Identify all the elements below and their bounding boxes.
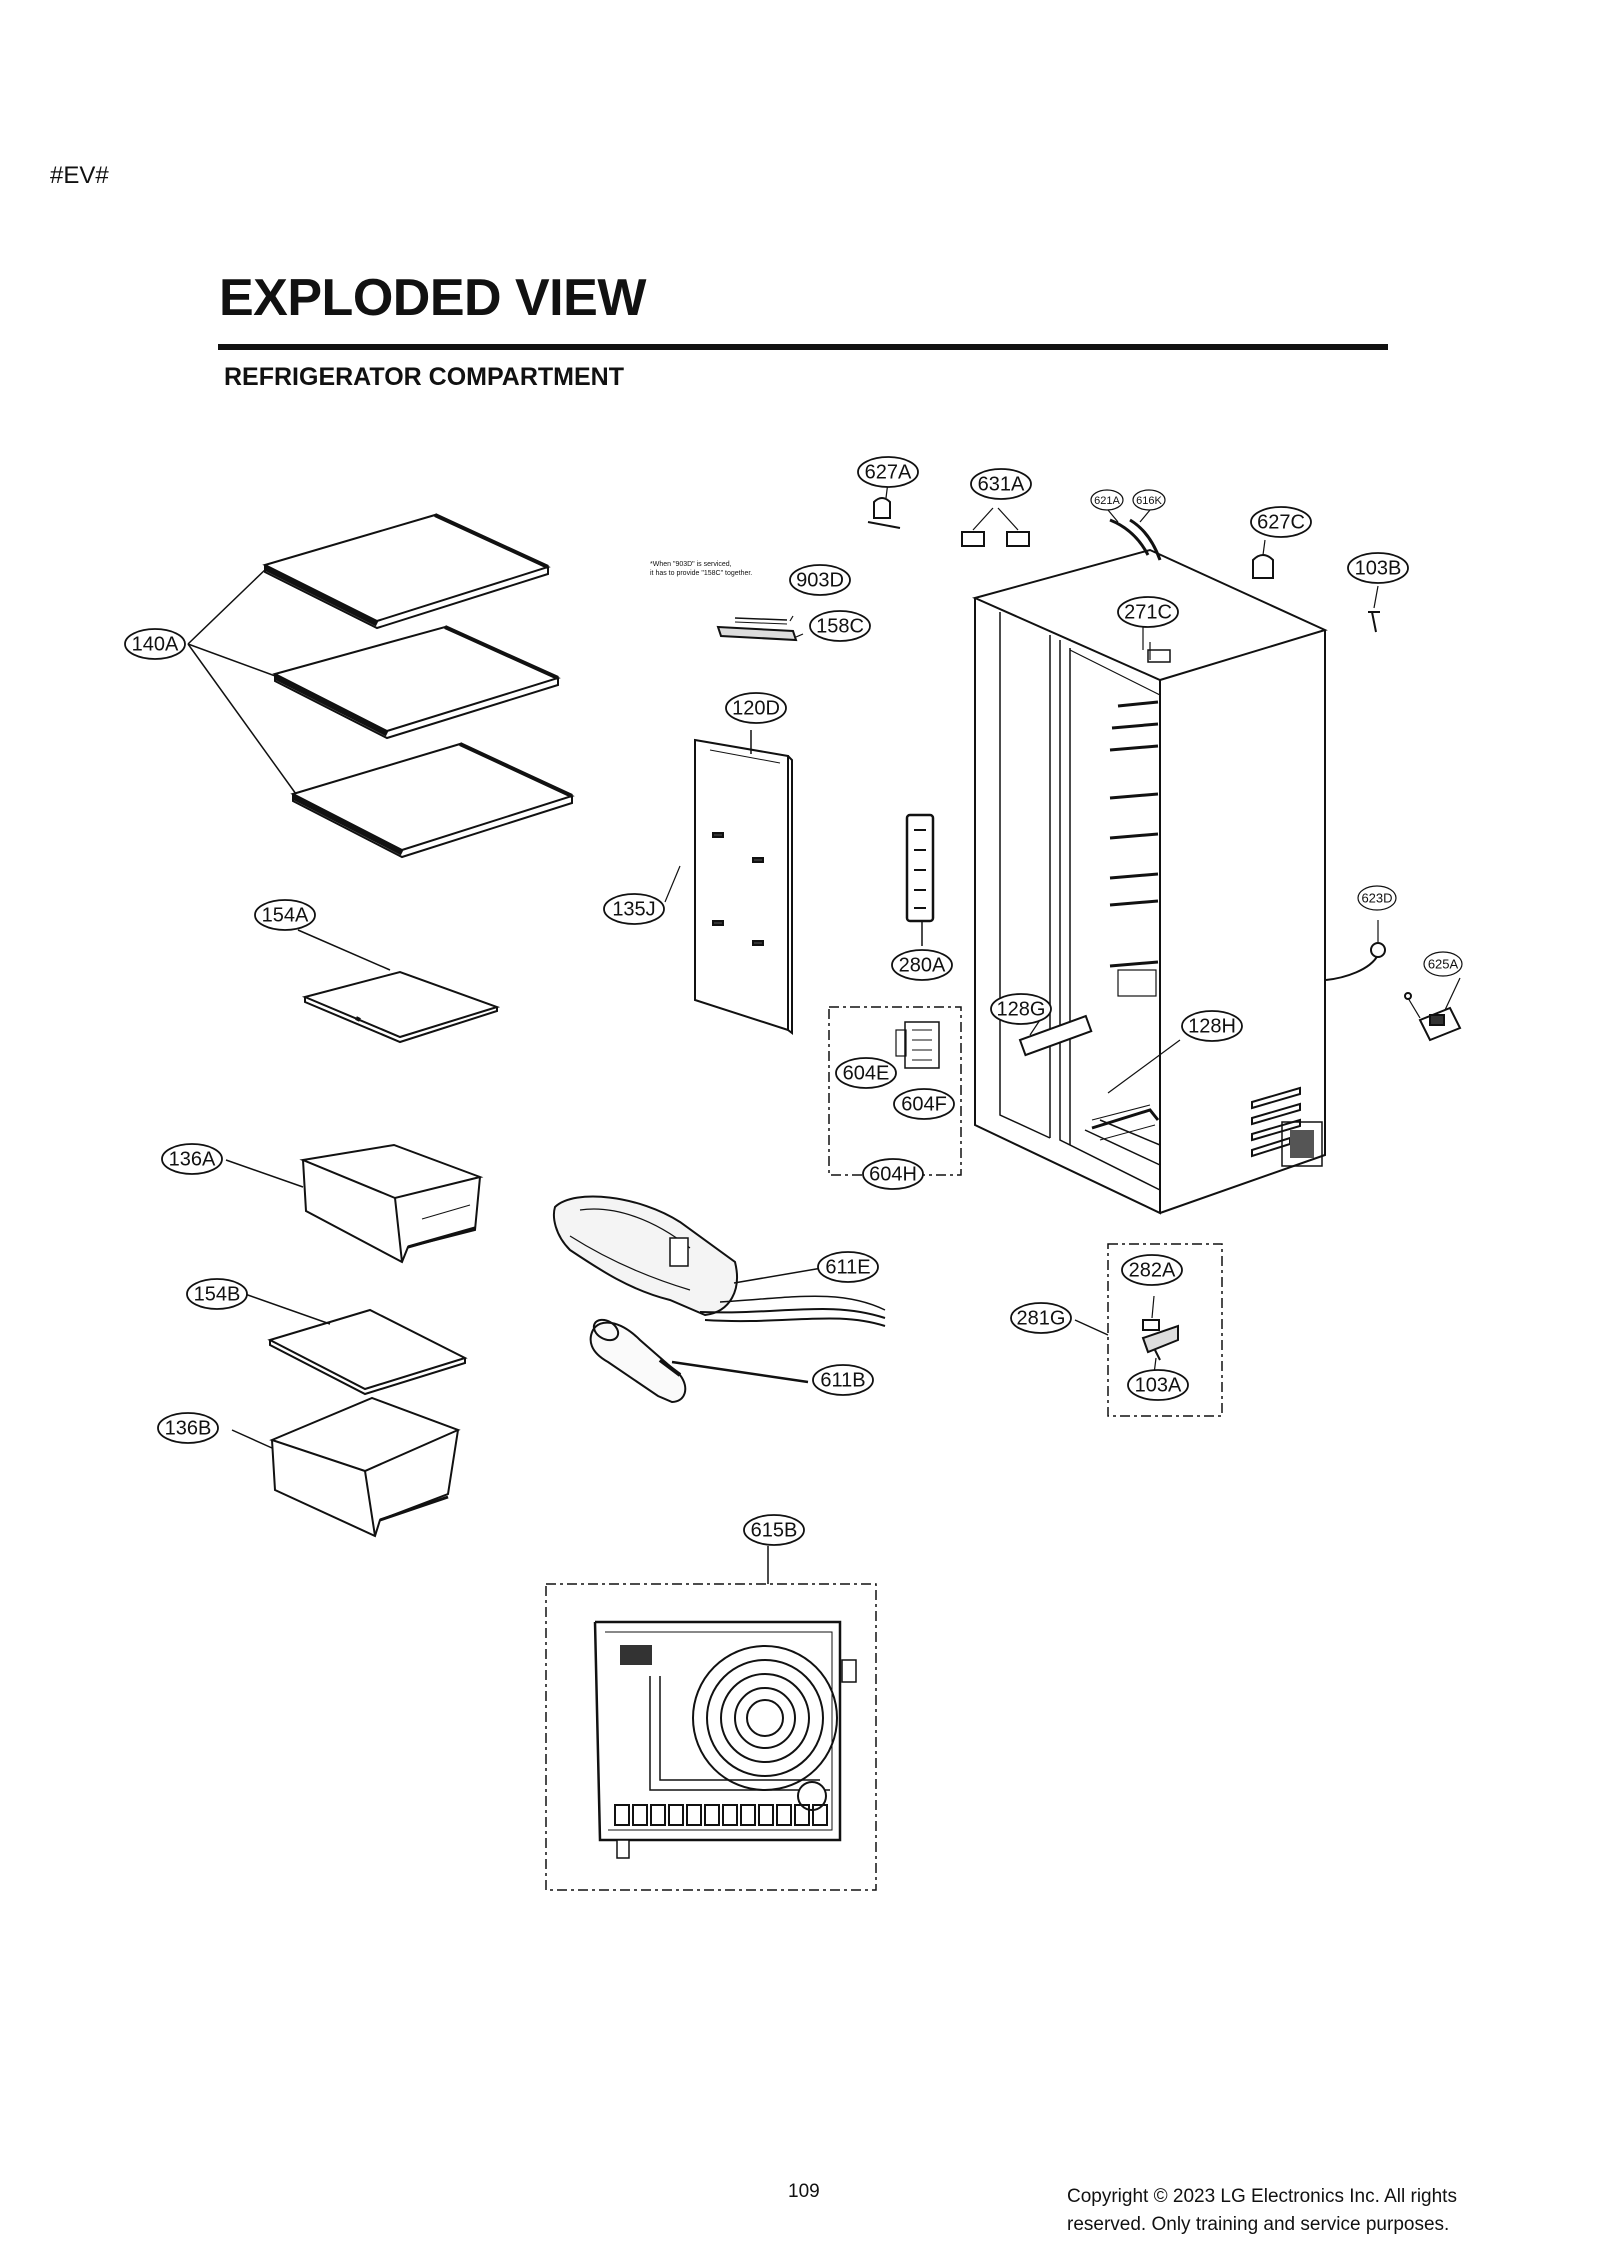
service-note: *When "903D" is serviced, bbox=[650, 561, 732, 568]
glass-shelf bbox=[272, 625, 561, 740]
callout-621A: 621A bbox=[1094, 495, 1120, 507]
bracket bbox=[905, 813, 935, 946]
heater-panel bbox=[593, 1620, 857, 1859]
callout-140A: 140A bbox=[132, 633, 179, 655]
crisper-drawer bbox=[299, 1143, 484, 1264]
crisper-drawer bbox=[269, 1396, 461, 1538]
callout-616K: 616K bbox=[1136, 495, 1162, 507]
callout-103B: 103B bbox=[1355, 557, 1402, 579]
callout-627A: 627A bbox=[865, 461, 912, 483]
callout-604E: 604E bbox=[843, 1062, 890, 1084]
back-panel bbox=[694, 730, 793, 1035]
callout-611E: 611E bbox=[825, 1256, 870, 1278]
glass-shelf bbox=[290, 742, 575, 859]
clamp bbox=[867, 497, 901, 529]
callout-604F: 604F bbox=[901, 1093, 947, 1115]
callout-627C: 627C bbox=[1257, 511, 1305, 533]
callout-903D: 903D bbox=[796, 569, 844, 591]
hinge-bracket bbox=[961, 507, 1030, 547]
callout-128H: 128H bbox=[1188, 1015, 1236, 1037]
callout-631A: 631A bbox=[978, 473, 1025, 495]
service-note: it has to provide "158C" together. bbox=[650, 570, 752, 577]
callout-136B: 136B bbox=[165, 1417, 212, 1439]
callout-135J: 135J bbox=[612, 898, 655, 920]
page-number: 109 bbox=[788, 2181, 820, 2202]
callout-271C: 271C bbox=[1124, 601, 1172, 623]
filter-head bbox=[895, 1021, 940, 1069]
section-subtitle: REFRIGERATOR COMPARTMENT bbox=[224, 363, 624, 391]
callout-281G: 281G bbox=[1017, 1307, 1066, 1329]
callout-128G: 128G bbox=[997, 998, 1046, 1020]
glass-shelf bbox=[262, 513, 551, 630]
callout-625A: 625A bbox=[1428, 956, 1459, 971]
copyright-notice: Copyright © 2023 LG Electronics Inc. All… bbox=[1067, 2186, 1457, 2235]
callout-623D: 623D bbox=[1361, 890, 1392, 905]
shelf-cover bbox=[267, 1308, 468, 1396]
callout-611B: 611B bbox=[820, 1369, 865, 1391]
callout-282A: 282A bbox=[1129, 1259, 1176, 1281]
document-tag: #EV# bbox=[50, 162, 109, 189]
callout-604H: 604H bbox=[869, 1163, 917, 1185]
title-rule bbox=[218, 344, 1388, 350]
trim-strip bbox=[716, 615, 804, 642]
water-filter bbox=[589, 1318, 687, 1404]
callout-120D: 120D bbox=[732, 697, 780, 719]
hinge-assembly bbox=[1141, 1319, 1179, 1361]
callout-615B: 615B bbox=[751, 1519, 798, 1541]
callout-154A: 154A bbox=[262, 904, 309, 926]
page-title: EXPLODED VIEW bbox=[219, 269, 646, 327]
shelf-cover bbox=[301, 970, 501, 1044]
screw bbox=[1368, 585, 1380, 633]
callout-154B: 154B bbox=[194, 1283, 241, 1305]
callout-136A: 136A bbox=[169, 1148, 216, 1170]
refrigerator-cabinet bbox=[972, 548, 1328, 1215]
wire-harness bbox=[1107, 509, 1162, 561]
clamp bbox=[1252, 539, 1274, 579]
callout-103A: 103A bbox=[1135, 1374, 1182, 1396]
callout-280A: 280A bbox=[899, 954, 946, 976]
ice-maker bbox=[552, 1195, 886, 1327]
callout-158C: 158C bbox=[816, 615, 864, 637]
